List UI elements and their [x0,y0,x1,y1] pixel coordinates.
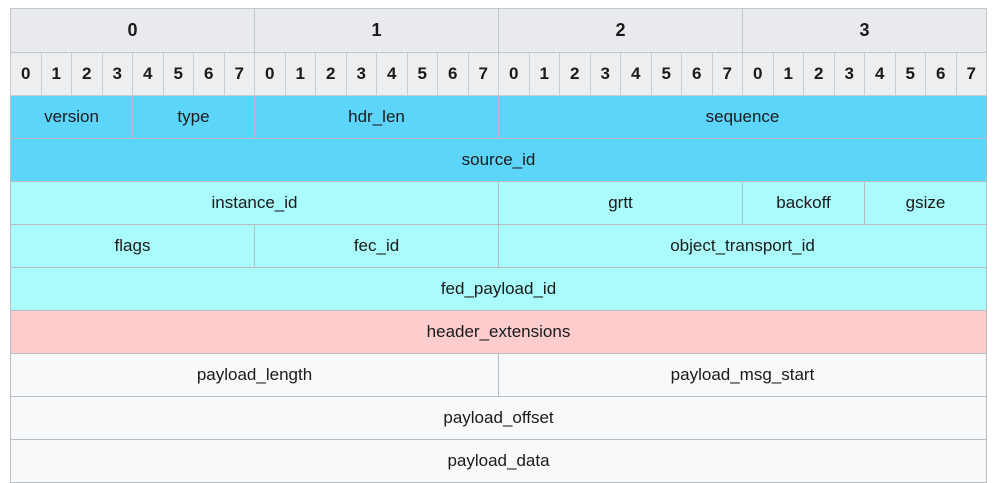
field-cell-payload-data: payload_data [10,439,987,483]
bit-index-cell-27: 3 [833,52,865,96]
bit-index-cell-3: 3 [101,52,133,96]
bit-index-cell-20: 4 [620,52,652,96]
packet-field-row: payload_offset [10,396,987,440]
field-cell-gsize: gsize [864,181,987,225]
bit-index-cell-7: 7 [223,52,255,96]
bit-index-cell-12: 4 [376,52,408,96]
bit-index-cell-26: 2 [803,52,835,96]
packet-field-row: payload_data [10,439,987,483]
field-cell-payload-msg-start: payload_msg_start [498,353,987,397]
field-cell-header-extensions: header_extensions [10,310,987,354]
packet-field-row: header_extensions [10,310,987,354]
field-cell-payload-length: payload_length [10,353,499,397]
bit-index-cell-5: 5 [162,52,194,96]
packet-field-row: source_id [10,138,987,182]
bit-index-cell-8: 0 [254,52,286,96]
bit-index-cell-30: 6 [925,52,957,96]
bit-index-cell-10: 2 [315,52,347,96]
field-cell-grtt: grtt [498,181,743,225]
byte-index-cell-3: 3 [742,8,987,53]
bit-index-cell-22: 6 [681,52,713,96]
bit-index-cell-17: 1 [528,52,560,96]
bit-index-cell-23: 7 [711,52,743,96]
field-cell-hdr-len: hdr_len [254,95,499,139]
field-cell-type: type [132,95,255,139]
bit-index-cell-28: 4 [864,52,896,96]
bit-index-cell-9: 1 [284,52,316,96]
field-cell-fed-payload-id: fed_payload_id [10,267,987,311]
bit-index-cell-2: 2 [71,52,103,96]
byte-index-cell-1: 1 [254,8,499,53]
bit-index-cell-13: 5 [406,52,438,96]
field-cell-object-transport-id: object_transport_id [498,224,987,268]
bit-index-cell-0: 0 [10,52,42,96]
bit-index-cell-15: 7 [467,52,499,96]
field-cell-source-id: source_id [10,138,987,182]
field-cell-flags: flags [10,224,255,268]
bit-index-cell-29: 5 [894,52,926,96]
field-cell-backoff: backoff [742,181,865,225]
bit-index-cell-19: 3 [589,52,621,96]
bit-index-cell-11: 3 [345,52,377,96]
bit-index-cell-6: 6 [193,52,225,96]
field-cell-sequence: sequence [498,95,987,139]
bit-index-cell-4: 4 [132,52,164,96]
bit-index-cell-25: 1 [772,52,804,96]
packet-field-row: fed_payload_id [10,267,987,311]
field-cell-fec-id: fec_id [254,224,499,268]
bit-index-cell-14: 6 [437,52,469,96]
byte-index-cell-0: 0 [10,8,255,53]
bit-index-cell-1: 1 [40,52,72,96]
bit-index-cell-21: 5 [650,52,682,96]
bit-index-cell-16: 0 [498,52,530,96]
bit-index-cell-18: 2 [559,52,591,96]
field-cell-version: version [10,95,133,139]
bit-index-cell-24: 0 [742,52,774,96]
field-cell-payload-offset: payload_offset [10,396,987,440]
bit-index-cell-31: 7 [955,52,987,96]
field-cell-instance-id: instance_id [10,181,499,225]
byte-index-cell-2: 2 [498,8,743,53]
